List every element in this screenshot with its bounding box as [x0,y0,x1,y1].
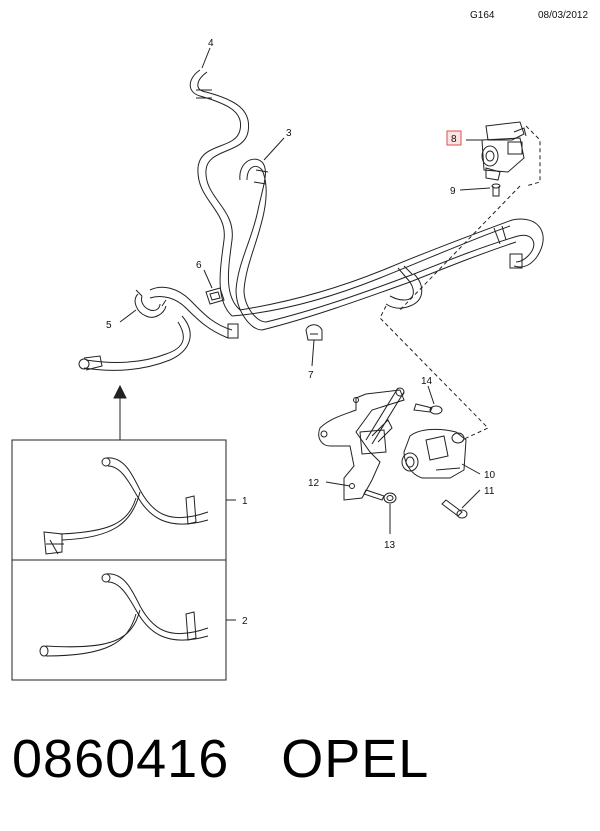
leader-lines [119,47,491,534]
linkage-rod[interactable] [359,387,405,455]
callout-arrow [113,384,127,440]
diagram-code: G164 [470,10,495,21]
callout-4: 4 [208,38,214,49]
clip-7[interactable] [305,324,323,341]
clip-6[interactable] [205,287,225,305]
hose-clip-5[interactable] [134,289,167,318]
vacuum-valve-10[interactable] [401,428,467,479]
callout-1: 1 [242,496,248,507]
callout-5: 5 [106,320,112,331]
callout-6: 6 [196,260,202,271]
vacuum-hose-5[interactable] [78,286,239,371]
screw-11[interactable] [441,499,468,519]
callout-11: 11 [484,486,495,497]
solenoid-valve-8[interactable] [481,121,527,181]
hose-variant-2[interactable] [39,573,209,657]
footer-part-line: 0860416 OPEL [12,728,481,790]
callout-12: 12 [308,478,320,489]
callout-10: 10 [484,470,496,481]
callout-8-highlight [446,130,462,146]
part-number: 0860416 [12,729,230,789]
diagram-date: 08/03/2012 [538,10,589,21]
callout-8: 8 [451,134,457,145]
brand-name: OPEL [281,729,430,789]
callout-9: 9 [450,186,456,197]
detail-box-2 [11,559,227,681]
callout-13: 13 [384,540,396,551]
callout-7: 7 [308,370,314,381]
bracket-dashed-line [399,125,541,311]
callout-14: 14 [421,376,433,387]
connection-dashed-line [379,305,489,441]
bolt-14[interactable] [413,403,443,415]
screw-9[interactable] [491,183,501,197]
hose-bundle-main[interactable] [231,218,544,331]
vacuum-hose-3[interactable] [235,158,269,331]
bolt-13[interactable] [363,489,397,504]
parts-diagram: 4 3 6 5 7 8 9 14 10 11 12 13 1 2 [11,38,544,681]
callout-2: 2 [242,616,248,627]
callout-3: 3 [286,128,292,139]
hose-variant-1[interactable] [43,457,209,555]
vacuum-hose-4[interactable] [189,69,250,317]
hose-branch-lower[interactable] [385,273,423,309]
